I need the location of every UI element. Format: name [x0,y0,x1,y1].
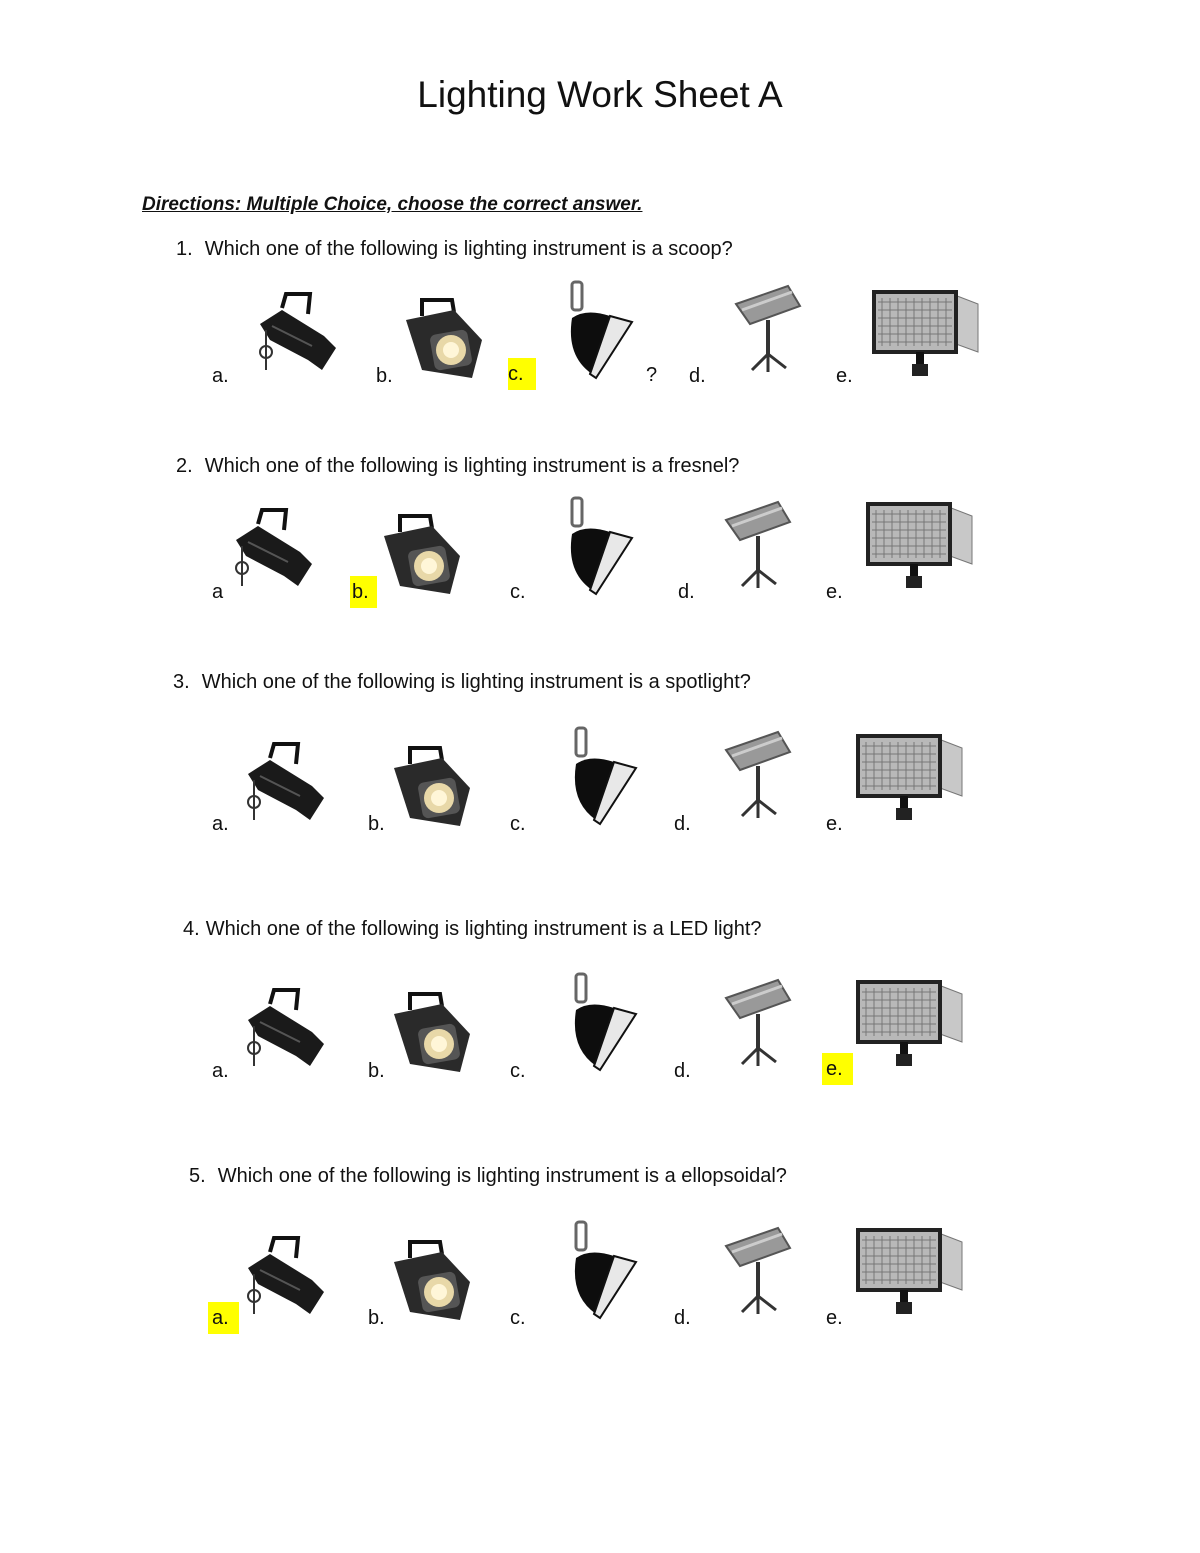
option-c[interactable]: c. [510,813,526,835]
question-number: 3. [173,671,190,693]
ellipsoidal-light-icon [228,506,320,592]
option-c[interactable]: c. [510,1307,526,1329]
spotlight-icon [732,282,804,374]
ellipsoidal-light-icon [240,1234,332,1320]
question-3: 3. Which one of the following is lighting… [173,671,751,694]
question-text: Which one of the following is lighting i… [204,455,740,477]
option-c-correct[interactable]: c. [508,358,536,390]
option-d[interactable]: d. [689,365,706,387]
option-d[interactable]: d. [678,581,695,603]
directions: Directions: Multiple Choice, choose the … [142,194,643,215]
led-panel-light-icon [872,290,982,382]
fresnel-light-icon [390,1238,472,1322]
option-e[interactable]: e. [836,365,853,387]
led-panel-light-icon [866,502,976,594]
option-d[interactable]: d. [674,813,691,835]
option-a[interactable]: a. [212,1060,229,1082]
question-5: 5. Which one of the following is lighting… [189,1165,787,1188]
fresnel-light-icon [380,512,462,596]
question-1: 1. Which one of the following is lighting… [176,238,733,261]
question-2: 2. Which one of the following is lighting… [176,455,739,478]
scoop-light-icon [570,1220,638,1320]
scoop-light-icon [570,726,638,826]
option-a[interactable]: a. [212,365,229,387]
option-e[interactable]: e. [826,581,843,603]
question-number: 2. [176,455,193,477]
option-e-correct[interactable]: e. [822,1053,853,1085]
option-b[interactable]: b. [376,365,393,387]
spotlight-icon [722,976,794,1068]
question-4: 4.Which one of the following is lighting… [183,918,762,941]
scoop-light-icon [566,496,634,596]
option-d[interactable]: d. [674,1307,691,1329]
scoop-light-icon [566,280,634,380]
option-a-correct[interactable]: a. [208,1302,239,1334]
fresnel-light-icon [390,744,472,828]
fresnel-light-icon [390,990,472,1074]
question-text: Which one of the following is lighting i… [205,918,762,940]
option-d[interactable]: d. [674,1060,691,1082]
question-text: Which one of the following is lighting i… [204,238,733,260]
option-b[interactable]: b. [368,1307,385,1329]
question-number: 4. [183,918,200,940]
option-e[interactable]: e. [826,1307,843,1329]
option-a[interactable]: a [212,581,224,603]
option-b[interactable]: b. [368,1060,385,1082]
fresnel-light-icon [402,296,484,380]
ellipsoidal-light-icon [240,986,332,1072]
led-panel-light-icon [856,980,966,1072]
question-text: Which one of the following is lighting i… [217,1165,787,1187]
spotlight-icon [722,498,794,590]
ellipsoidal-light-icon [252,290,344,376]
stray-mark: ? [646,364,658,386]
option-c[interactable]: c. [510,581,526,603]
ellipsoidal-light-icon [240,740,332,826]
led-panel-light-icon [856,1228,966,1320]
page-title: Lighting Work Sheet A [417,74,783,115]
option-b[interactable]: b. [368,813,385,835]
option-c[interactable]: c. [510,1060,526,1082]
scoop-light-icon [570,972,638,1072]
led-panel-light-icon [856,734,966,826]
option-a[interactable]: a. [212,813,229,835]
spotlight-icon [722,1224,794,1316]
question-number: 1. [176,238,193,260]
question-text: Which one of the following is lighting i… [201,671,751,693]
option-b-correct[interactable]: b. [350,576,377,608]
question-number: 5. [189,1165,206,1187]
option-e[interactable]: e. [826,813,843,835]
spotlight-icon [722,728,794,820]
